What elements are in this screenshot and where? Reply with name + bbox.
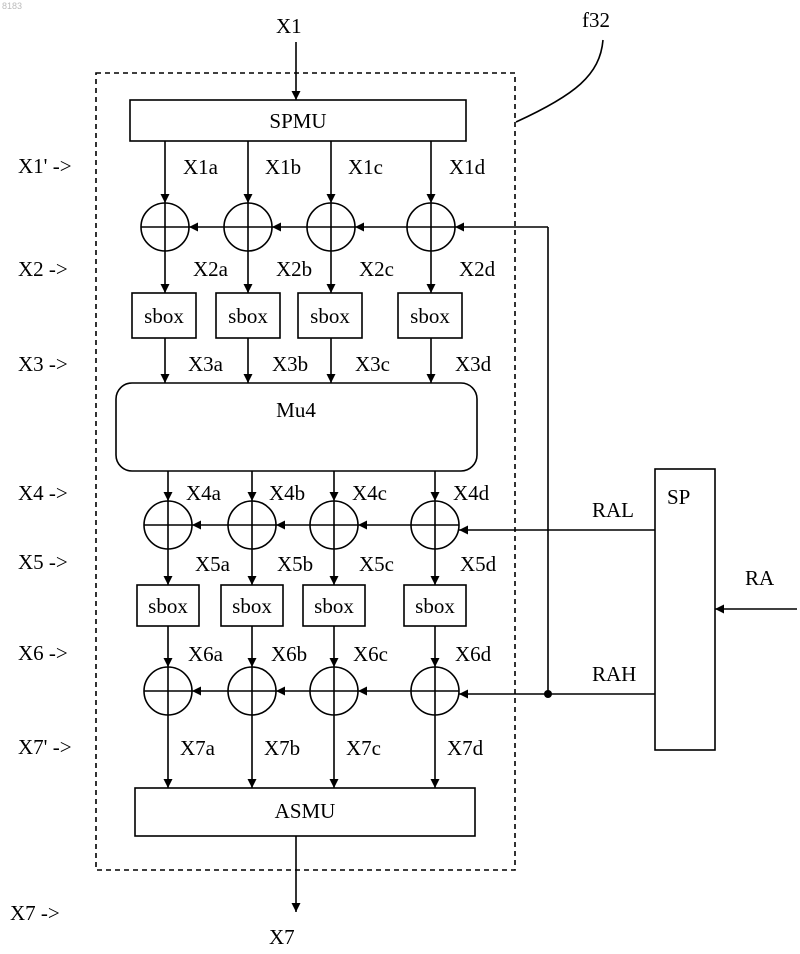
ral-label: RAL [592, 498, 634, 522]
signal-x4c: X4c [352, 481, 387, 505]
mu4-label: Mu4 [276, 398, 316, 422]
xor-row-1 [141, 203, 455, 251]
stage-label-x6: X6 -> [18, 641, 68, 665]
xor-gate [144, 501, 192, 549]
sp-block [655, 469, 715, 750]
signal-x4d: X4d [453, 481, 490, 505]
signal-x2c: X2c [359, 257, 394, 281]
xor-gate [411, 501, 459, 549]
signal-x7d: X7d [447, 736, 484, 760]
signal-x7b: X7b [264, 736, 300, 760]
xor-gate [411, 667, 459, 715]
signal-x3c: X3c [355, 352, 390, 376]
mu4-block [116, 383, 477, 471]
signal-x1b: X1b [265, 155, 301, 179]
stage-label-x7: X7 -> [10, 901, 60, 925]
signal-x7c: X7c [346, 736, 381, 760]
signal-x2d: X2d [459, 257, 496, 281]
signal-x6b: X6b [271, 642, 307, 666]
spmu-label: SPMU [269, 109, 326, 133]
sbox-label: sbox [228, 304, 268, 328]
sbox-label: sbox [310, 304, 350, 328]
signal-x1c: X1c [348, 155, 383, 179]
sbox-label: sbox [148, 594, 188, 618]
xor-gate [310, 501, 358, 549]
signal-x6a: X6a [188, 642, 224, 666]
asmu-label: ASMU [275, 799, 336, 823]
signal-x3b: X3b [272, 352, 308, 376]
sbox-label: sbox [232, 594, 272, 618]
xor-gate [310, 667, 358, 715]
sbox-label: sbox [314, 594, 354, 618]
stage-label-x1prime: X1' -> [18, 154, 72, 178]
xor-row-2 [144, 501, 459, 549]
sbox-label: sbox [144, 304, 184, 328]
signal-x4a: X4a [186, 481, 222, 505]
signal-x2a: X2a [193, 257, 229, 281]
signal-x5c: X5c [359, 552, 394, 576]
stage-label-x4: X4 -> [18, 481, 68, 505]
signal-x6c: X6c [353, 642, 388, 666]
signal-x4b: X4b [269, 481, 305, 505]
junction-dot [544, 690, 552, 698]
xor-gate [407, 203, 455, 251]
sbox-label: sbox [410, 304, 450, 328]
stage-label-x2: X2 -> [18, 257, 68, 281]
signal-x7a: X7a [180, 736, 216, 760]
xor-gate [141, 203, 189, 251]
xor-row-3 [144, 667, 459, 715]
sbox-label: sbox [415, 594, 455, 618]
stage-label-x7prime: X7' -> [18, 735, 72, 759]
signal-x5d: X5d [460, 552, 497, 576]
xor-gate [228, 501, 276, 549]
signal-x3d: X3d [455, 352, 492, 376]
signal-x5a: X5a [195, 552, 231, 576]
signal-x5b: X5b [277, 552, 313, 576]
signal-x2b: X2b [276, 257, 312, 281]
sp-label: SP [667, 485, 690, 509]
xor-gate [228, 667, 276, 715]
xor-gate [144, 667, 192, 715]
output-x7-label: X7 [269, 925, 295, 949]
signal-x1a: X1a [183, 155, 219, 179]
signal-x6d: X6d [455, 642, 492, 666]
xor-gate [307, 203, 355, 251]
reference-label: f32 [582, 8, 610, 32]
stage-label-x5: X5 -> [18, 550, 68, 574]
rah-label: RAH [592, 662, 636, 686]
ra-label: RA [745, 566, 775, 590]
signal-x3a: X3a [188, 352, 224, 376]
corner-id: 8183 [2, 1, 22, 11]
input-x1-label: X1 [276, 14, 302, 38]
xor-gate [224, 203, 272, 251]
stage-label-x3: X3 -> [18, 352, 68, 376]
reference-leader [516, 40, 603, 122]
signal-x1d: X1d [449, 155, 486, 179]
